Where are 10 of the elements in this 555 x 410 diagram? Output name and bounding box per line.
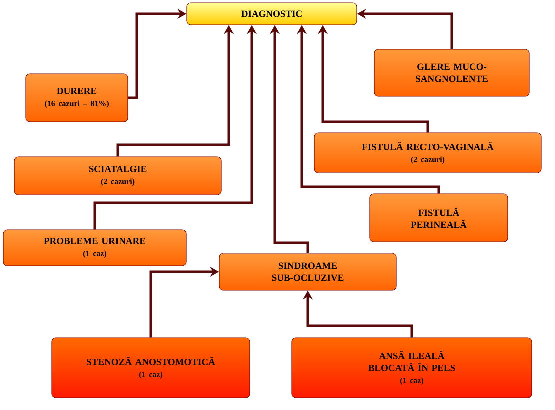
symptom-box: SINDROAME SUB-OCLUZIVE bbox=[219, 253, 397, 291]
symptom-box: ANSĂ ILEALĂ BLOCATĂ ÎN PELS (1 caz) bbox=[292, 338, 532, 398]
symptom-box: DURERE (16 cazuri – 81%) bbox=[26, 74, 128, 122]
symptom-box: STENOZĂ ANOSTOMOTICĂ (1 caz) bbox=[52, 338, 250, 398]
symptom-box: SCIATALGIE (2 cazuri) bbox=[14, 156, 222, 196]
symptom-box: FISTULĂ PERINEALĂ bbox=[370, 194, 508, 242]
symptom-box: FISTULĂ RECTO-VAGINALĂ (2 cazuri) bbox=[314, 132, 542, 174]
symptom-box: PROBLEME URINARE (1 caz) bbox=[3, 230, 187, 266]
symptom-box: GLERE MUCO-SANGNOLENTE bbox=[374, 49, 530, 97]
diagnosis-box: DIAGNOSTIC bbox=[186, 2, 358, 26]
